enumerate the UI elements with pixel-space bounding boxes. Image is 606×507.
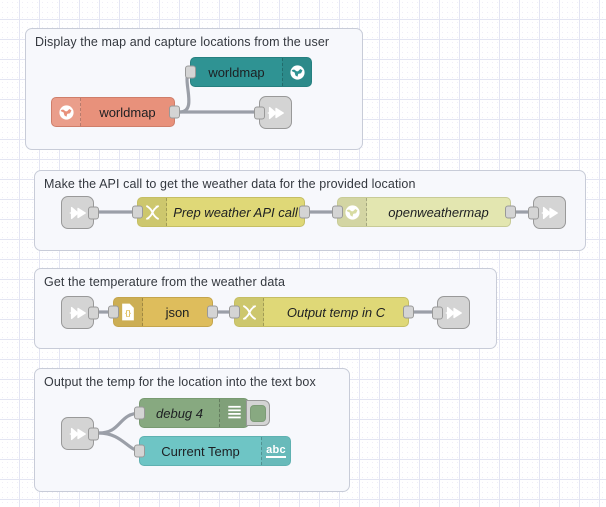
link-arrow-icon	[267, 106, 284, 119]
group-label: Get the temperature from the weather dat…	[44, 275, 286, 289]
node-label: Current Temp	[161, 443, 240, 459]
node-output-port[interactable]	[88, 306, 99, 319]
globe-icon	[282, 58, 311, 86]
node-worldmap-out[interactable]: worldmap	[185, 57, 312, 87]
group-display-map[interactable]: Display the map and capture locations fr…	[25, 28, 363, 150]
node-worldmap-in[interactable]: worldmap	[51, 97, 180, 127]
link-arrow-icon	[69, 206, 86, 219]
link-in-node-api[interactable]	[61, 196, 99, 229]
link-arrow-icon	[445, 306, 462, 319]
node-output-port[interactable]	[299, 205, 310, 219]
node-output-port[interactable]	[505, 205, 516, 219]
node-json[interactable]: {} json	[108, 297, 218, 327]
node-input-port[interactable]	[134, 406, 145, 420]
node-input-port[interactable]	[134, 444, 145, 458]
link-out-node-map[interactable]	[254, 96, 292, 129]
link-arrow-icon	[69, 306, 86, 319]
node-label: Output temp in C	[286, 304, 386, 320]
node-input-port[interactable]	[528, 206, 539, 219]
node-input-port[interactable]	[108, 305, 119, 319]
node-output-temp-in-c[interactable]: Output temp in C	[229, 297, 414, 327]
node-input-port[interactable]	[254, 106, 265, 119]
node-input-port[interactable]	[432, 306, 443, 319]
svg-text:{}: {}	[125, 308, 131, 317]
node-input-port[interactable]	[229, 305, 240, 319]
debug-lines-icon	[219, 399, 248, 427]
node-openweathermap[interactable]: openweathermap	[332, 197, 516, 227]
node-label: worldmap	[208, 64, 265, 80]
link-out-node-api[interactable]	[528, 196, 566, 229]
node-input-port[interactable]	[132, 205, 143, 219]
abc-icon: abc	[261, 437, 290, 465]
node-output-port[interactable]	[169, 105, 180, 119]
node-output-port[interactable]	[403, 305, 414, 319]
abc-icon-text: abc	[266, 444, 286, 458]
link-arrow-icon	[541, 206, 558, 219]
group-label: Make the API call to get the weather dat…	[44, 177, 416, 191]
group-label: Display the map and capture locations fr…	[35, 35, 330, 49]
link-in-node-temp[interactable]	[61, 296, 99, 329]
link-in-node-output[interactable]	[61, 417, 99, 450]
function-icon	[138, 198, 167, 226]
node-label: debug 4	[156, 405, 203, 421]
node-label: Prep weather API call	[173, 204, 298, 220]
debug-toggle-indicator	[250, 404, 266, 422]
node-output-port[interactable]	[88, 206, 99, 219]
node-prep-weather-api-call[interactable]: Prep weather API call	[132, 197, 310, 227]
group-label: Output the temp for the location into th…	[44, 375, 316, 389]
link-out-node-temp[interactable]	[432, 296, 470, 329]
node-current-temp[interactable]: Current Temp abc	[134, 436, 291, 466]
node-input-port[interactable]	[332, 205, 343, 219]
node-label: json	[165, 304, 190, 320]
node-input-port[interactable]	[185, 65, 196, 79]
node-label: openweathermap	[388, 204, 489, 220]
globe-icon	[52, 98, 81, 126]
debug-toggle-button[interactable]	[246, 400, 270, 426]
node-label: worldmap	[99, 104, 156, 120]
link-arrow-icon	[69, 427, 86, 440]
node-output-port[interactable]	[207, 305, 218, 319]
node-debug-4[interactable]: debug 4	[134, 398, 270, 428]
node-output-port[interactable]	[88, 427, 99, 440]
